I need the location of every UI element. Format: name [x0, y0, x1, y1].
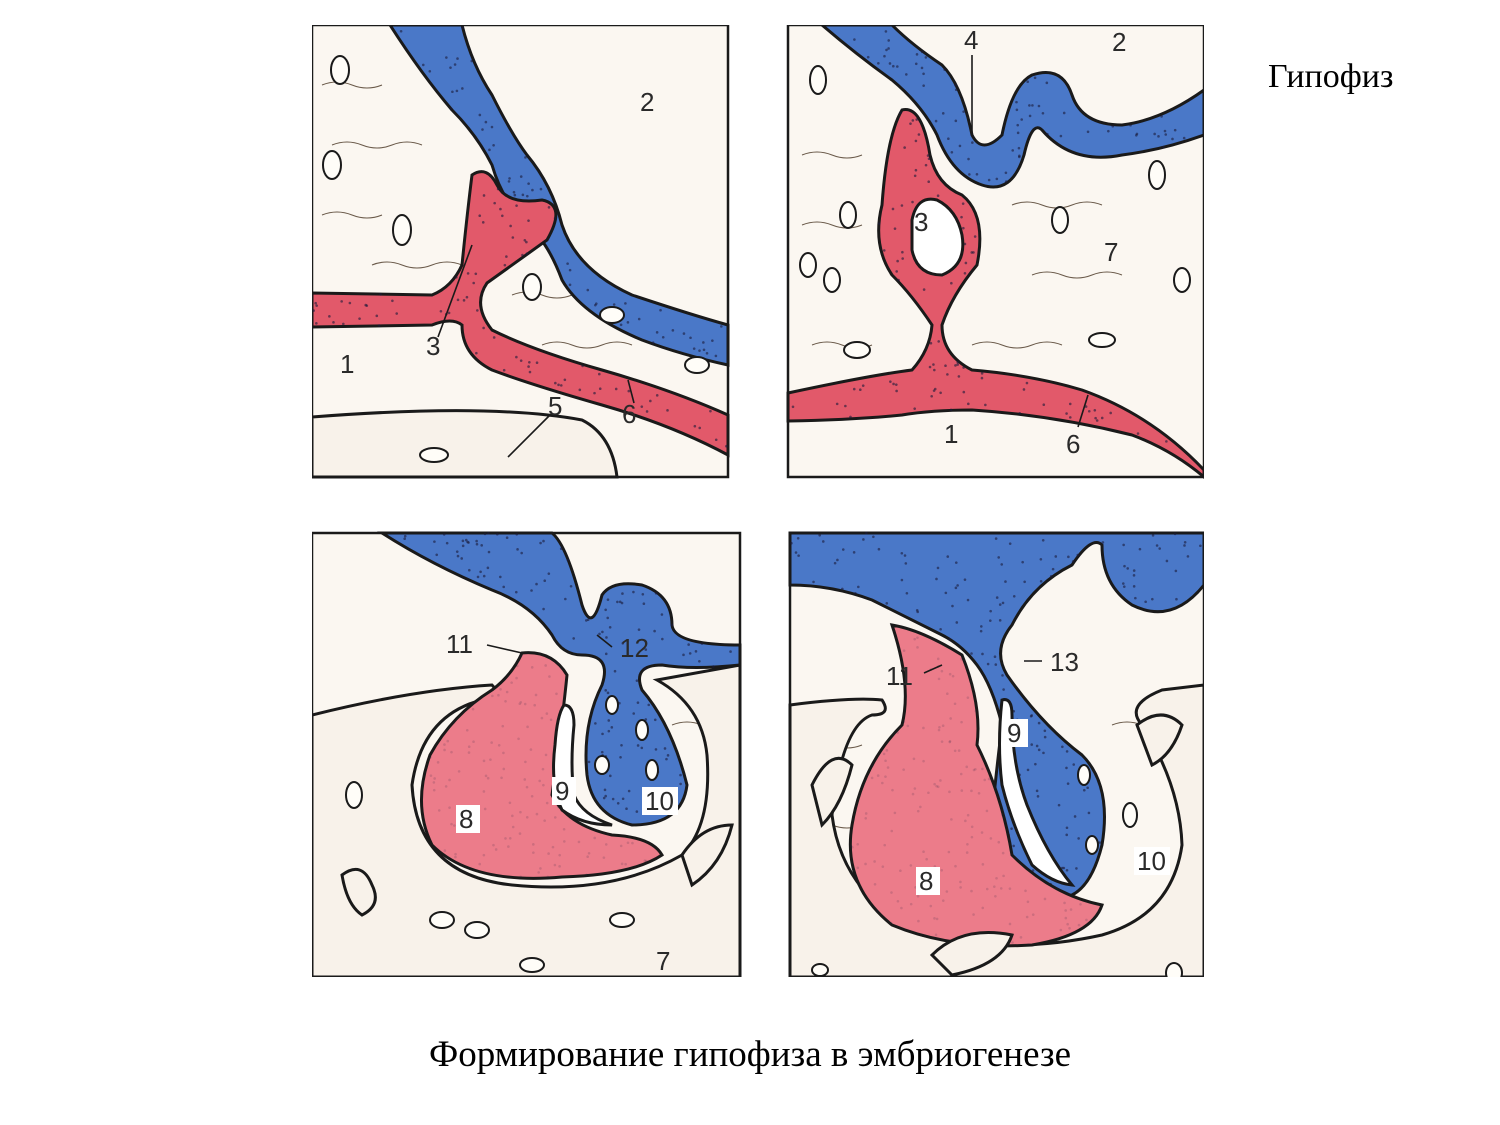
oral-ectoderm [312, 170, 730, 458]
panel-top-right: 1 2 3 4 6 7 [786, 25, 1204, 479]
panel-bottom-right: 11 13 9 8 10 [788, 531, 1204, 977]
label-13: 13 [1050, 647, 1079, 677]
label-9: 9 [1007, 718, 1021, 748]
cell-nuclei [345, 695, 659, 973]
label-8-box [916, 867, 940, 895]
neural-ectoderm [376, 531, 742, 827]
epithelium-speckles [312, 187, 728, 448]
label-10-box [1134, 847, 1170, 875]
pouch-cleft [998, 698, 1076, 887]
blood-vessel [810, 756, 854, 828]
label-2: 2 [1112, 27, 1126, 57]
blood-vessel [340, 867, 377, 917]
label-11: 11 [886, 661, 913, 691]
label-7: 7 [1104, 237, 1118, 267]
notochord-nucleus [419, 447, 449, 463]
label-6: 6 [1066, 429, 1080, 459]
epithelium-speckles [428, 654, 648, 879]
cell-nuclei [322, 55, 710, 374]
label-6: 6 [622, 399, 636, 429]
panel-top-left: 1 2 3 5 6 [312, 25, 730, 479]
label-9-box [1004, 719, 1028, 747]
cell-nuclei [811, 764, 1183, 977]
neural-ectoderm [788, 531, 1204, 900]
hypophysis-development-figure: 1 2 3 5 6 [312, 25, 1204, 977]
label-1: 1 [944, 419, 958, 449]
leader-line-5 [507, 414, 551, 458]
panel-bottom-left: 11 12 8 9 10 7 [312, 531, 742, 977]
notochord-layer [312, 409, 619, 479]
label-3: 3 [914, 207, 928, 237]
label-2: 2 [640, 87, 654, 117]
leader-line-6 [1077, 394, 1089, 428]
label-8-box [456, 805, 480, 833]
label-9-box [552, 777, 576, 805]
label-8: 8 [459, 804, 473, 834]
oral-ectoderm [786, 108, 1204, 479]
anterior-lobe [848, 623, 1104, 948]
figure-caption: Формирование гипофиза в эмбриогенезе [428, 1034, 1072, 1075]
label-10: 10 [645, 786, 674, 816]
cell-nuclei [799, 65, 1191, 359]
epithelium-speckles [403, 531, 732, 813]
label-10-box [642, 787, 678, 815]
label-10: 10 [1137, 846, 1166, 876]
blood-vessel [680, 823, 734, 888]
leader-line-3 [437, 244, 473, 338]
slide-title: Гипофиз [1268, 58, 1394, 95]
pouch-cavity [910, 197, 965, 277]
leader-line-12 [596, 634, 613, 648]
label-9: 9 [555, 776, 569, 806]
label-5: 5 [548, 391, 562, 421]
label-1: 1 [340, 349, 354, 379]
label-3: 3 [426, 331, 440, 361]
leader-line-6 [627, 379, 635, 404]
label-11: 11 [446, 629, 473, 659]
neural-ectoderm [819, 25, 1204, 189]
label-8: 8 [919, 866, 933, 896]
leader-line-11 [486, 644, 523, 654]
neural-ectoderm [388, 25, 730, 367]
epithelium-speckles [853, 30, 1192, 183]
label-7: 7 [656, 946, 670, 976]
leader-line-11 [923, 664, 943, 674]
blood-vessel [929, 931, 1014, 977]
label-12: 12 [620, 633, 649, 663]
label-4: 4 [964, 25, 978, 55]
sella-turcica [312, 663, 742, 977]
blood-vessel [1135, 713, 1184, 768]
